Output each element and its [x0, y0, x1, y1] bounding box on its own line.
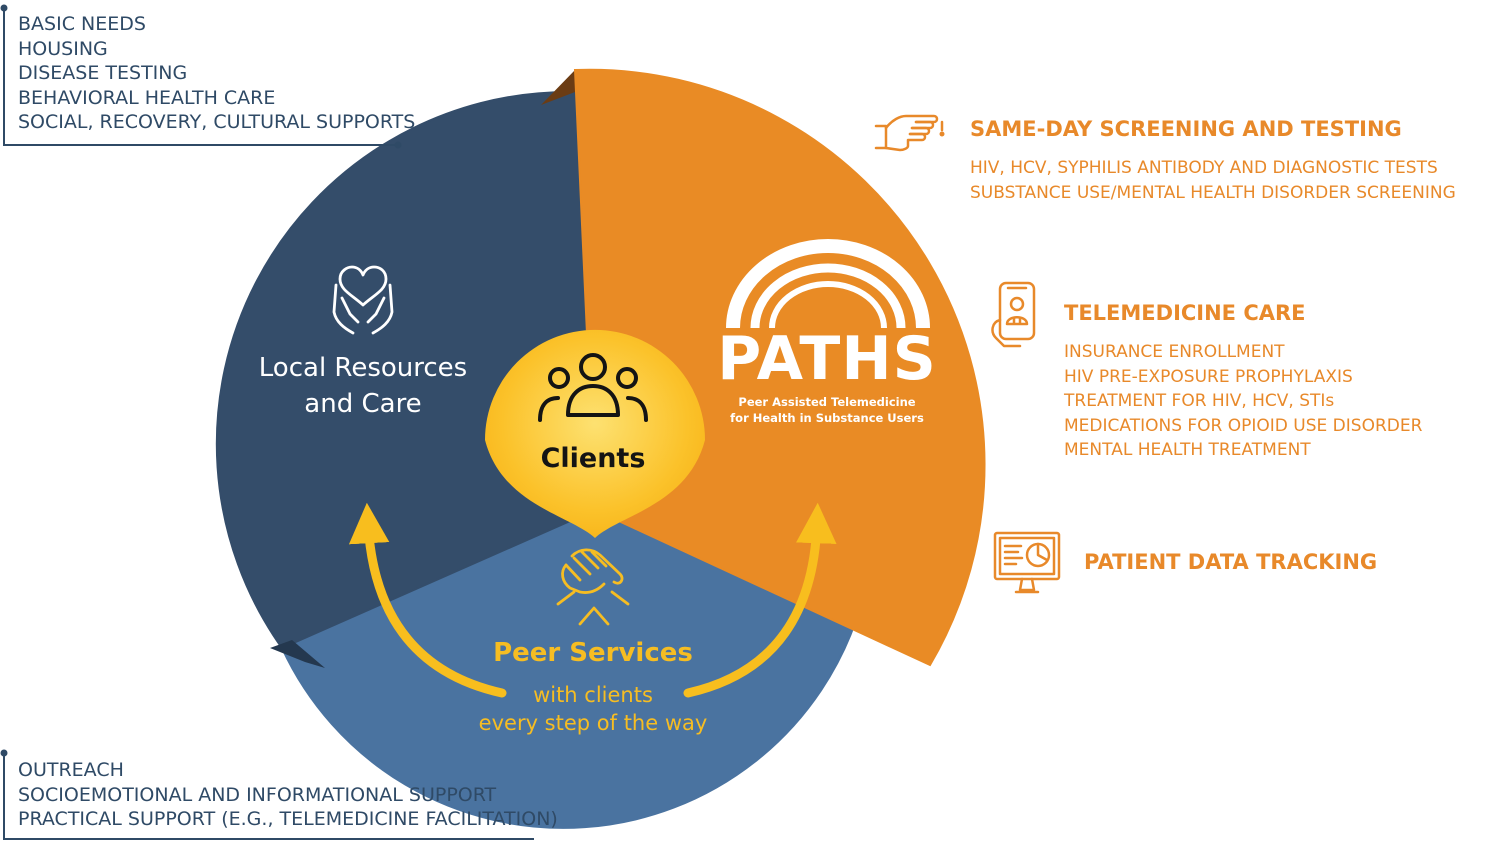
bottom-left-list: OUTREACH SOCIOEMOTIONAL AND INFORMATIONA…	[18, 758, 558, 832]
clients-label: Clients	[540, 443, 646, 474]
phone-doctor-icon	[991, 281, 1036, 348]
pointing-hand-icon	[874, 114, 945, 152]
list-item: BEHAVIORAL HEALTH CARE	[18, 86, 276, 109]
list-item: HIV, HCV, SYPHILIS ANTIBODY AND DIAGNOST…	[970, 158, 1438, 178]
same-day-heading: SAME-DAY SCREENING AND TESTING	[970, 117, 1402, 141]
heart-hands-icon	[332, 265, 394, 335]
peer-services-sector	[280, 508, 862, 829]
list-item: BASIC NEEDS	[18, 13, 146, 35]
telemedicine-list: INSURANCE ENROLLMENT HIV PRE-EXPOSURE PR…	[1064, 340, 1422, 463]
list-item: MEDICATIONS FOR OPIOID USE DISORDER	[1064, 415, 1423, 436]
paths-tagline: Peer Assisted Telemedicine for Health in…	[730, 395, 924, 425]
monitor-chart-icon	[993, 531, 1061, 594]
fold-shadow-top	[541, 70, 575, 105]
clients-center	[484, 329, 706, 538]
list-item: MENTAL HEALTH TREATMENT	[1064, 440, 1311, 460]
paths-logo-text: PATHS	[717, 324, 937, 394]
right-arrow-icon	[683, 502, 837, 698]
paths-logo-arcs	[726, 239, 930, 329]
telemedicine-heading: TELEMEDICINE CARE	[1064, 301, 1306, 325]
paths-sector	[573, 68, 986, 667]
left-arrow-icon	[348, 502, 507, 698]
same-day-list: HIV, HCV, SYPHILIS ANTIBODY AND DIAGNOST…	[970, 156, 1456, 205]
list-item: DISEASE TESTING	[18, 62, 188, 84]
top-left-list: BASIC NEEDS HOUSING DISEASE TESTING BEHA…	[18, 12, 415, 135]
list-item: SUBSTANCE USE/MENTAL HEALTH DISORDER SCR…	[970, 182, 1456, 203]
list-item: PRACTICAL SUPPORT (E.G., TELEMEDICINE FA…	[18, 808, 558, 830]
fold-shadow-bottom	[270, 640, 325, 668]
list-item: OUTREACH	[18, 759, 124, 781]
bottom-left-bracket	[0, 749, 534, 840]
list-item: HIV PRE-EXPOSURE PROPHYLAXIS	[1064, 366, 1353, 387]
list-item: INSURANCE ENROLLMENT	[1064, 342, 1285, 362]
list-item: SOCIAL, RECOVERY, CULTURAL SUPPORTS	[18, 111, 416, 133]
handshake-icon	[556, 548, 630, 626]
data-tracking-heading: PATIENT DATA TRACKING	[1084, 550, 1378, 574]
people-group-icon	[538, 353, 648, 422]
peer-services-subtitle: with clients every step of the way	[478, 683, 708, 735]
local-resources-label: Local Resources and Care	[258, 353, 468, 419]
list-item: SOCIOEMOTIONAL AND INFORMATIONAL SUPPORT	[18, 783, 497, 806]
peer-services-title: Peer Services	[493, 638, 693, 668]
list-item: TREATMENT FOR HIV, HCV, STIs	[1064, 391, 1335, 411]
list-item: HOUSING	[18, 37, 108, 60]
local-resources-sector	[215, 90, 597, 650]
top-left-bracket	[0, 4, 402, 149]
